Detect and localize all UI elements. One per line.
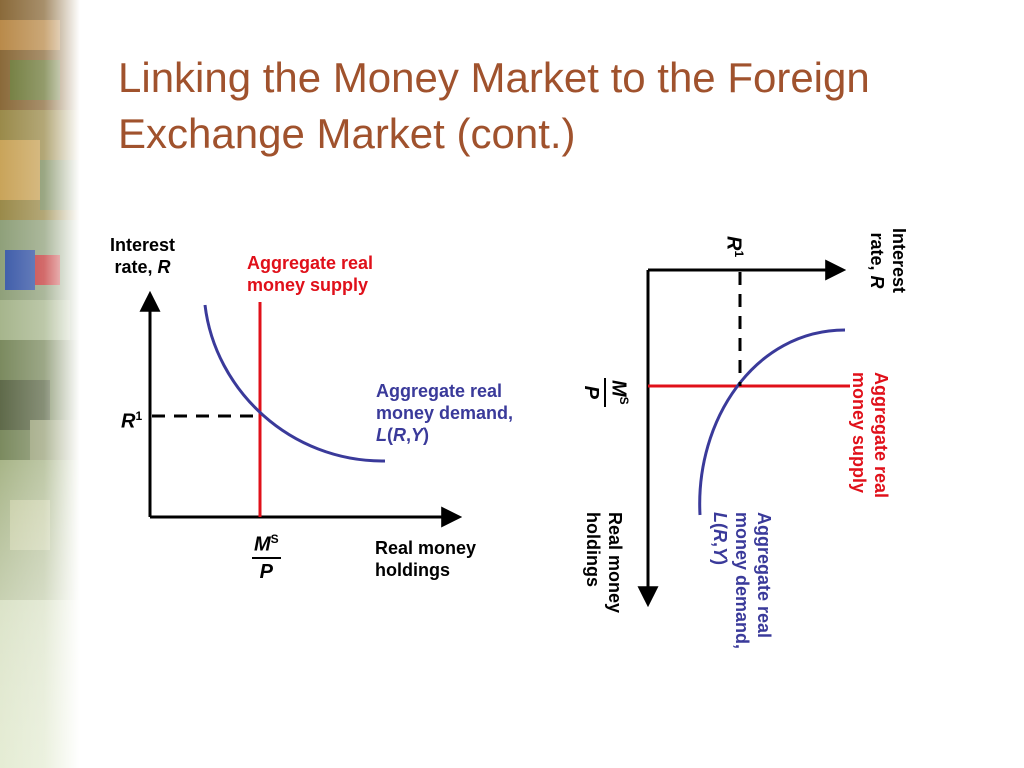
right-ms-over-p-label: MS P — [578, 378, 636, 407]
left-x-axis-label: Real money holdings — [375, 537, 476, 581]
left-demand-label: Aggregate real money demand, L(R,Y) — [376, 380, 513, 446]
right-money-axis-label-line2: holdings — [583, 512, 603, 587]
right-interest-axis-label-line2: rate, R — [867, 232, 887, 289]
left-y-axis-label-line2: rate, R — [114, 257, 171, 277]
right-money-axis-label: Real money holdings — [582, 512, 626, 613]
left-ms-denominator: P — [259, 560, 274, 583]
right-demand-label-line1: Aggregate real — [754, 512, 774, 639]
slide-title-line1: Linking the Money Market to the Foreign — [118, 54, 870, 101]
right-money-axis-label-line1: Real money — [605, 512, 625, 614]
left-x-axis-label-line2: holdings — [375, 560, 450, 580]
slide-title: Linking the Money Market to the Foreign … — [118, 50, 998, 162]
left-supply-label-line1: Aggregate real — [247, 253, 374, 273]
right-r1-label: R1 — [722, 236, 746, 258]
right-demand-label: Aggregate real money demand, L(R,Y) — [709, 512, 775, 649]
left-money-demand-curve — [203, 304, 386, 463]
decorative-sidebar-image — [0, 0, 80, 768]
left-y-axis-label-line1: Interest — [110, 235, 176, 255]
right-demand-function: L(R,Y) — [710, 512, 730, 566]
left-demand-label-line2: money demand, — [376, 403, 514, 423]
right-ms-denominator: P — [580, 385, 603, 400]
right-interest-axis-label-line1: Interest — [889, 228, 909, 294]
left-r1-label: R1 — [121, 409, 143, 433]
right-supply-label-line1: Aggregate real — [871, 372, 891, 499]
left-ms-over-p-label: MS P — [252, 527, 281, 585]
left-demand-label-line1: Aggregate real — [376, 381, 503, 401]
left-y-axis-label: Interest rate, R — [110, 234, 175, 278]
right-interest-axis-label: Interest rate, R — [866, 228, 910, 293]
right-ms-numerator: MS — [604, 378, 636, 407]
left-demand-function: L(R,Y) — [376, 425, 430, 445]
left-supply-label: Aggregate real money supply — [247, 252, 373, 296]
left-x-axis-label-line1: Real money — [375, 538, 477, 558]
slide-title-line2: Exchange Market (cont.) — [118, 110, 576, 157]
right-supply-label: Aggregate real money supply — [848, 372, 892, 498]
right-supply-label-line2: money supply — [849, 372, 869, 494]
right-demand-label-line2: money demand, — [732, 512, 752, 650]
left-ms-numerator: MS — [252, 527, 281, 559]
right-money-demand-curve — [698, 328, 846, 516]
left-supply-label-line2: money supply — [247, 275, 369, 295]
